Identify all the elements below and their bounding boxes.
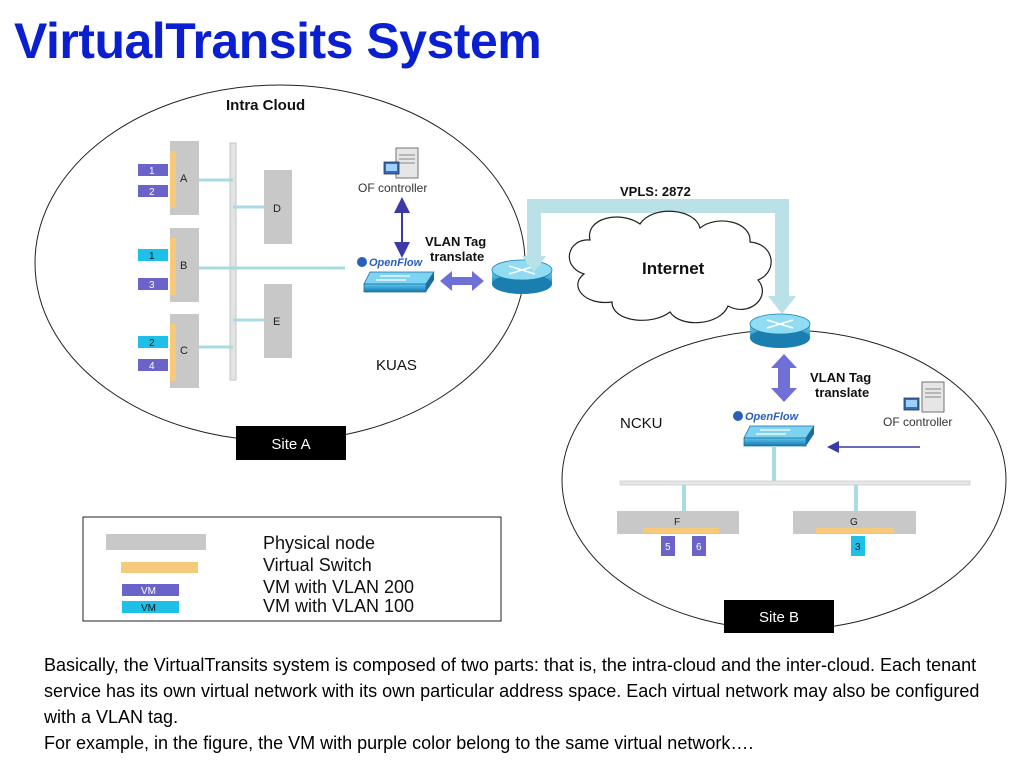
vlan-translate-a-line1: VLAN Tag [425, 234, 486, 249]
legend-label-vlan100: VM with VLAN 100 [263, 596, 414, 616]
vm-f-5-label: 5 [665, 542, 671, 553]
vm-f-6-label: 6 [696, 542, 702, 553]
vlan-translate-a-arrow [440, 271, 484, 291]
vm-a-2-label: 2 [149, 187, 155, 198]
legend-label-virtual-switch: Virtual Switch [263, 555, 372, 575]
intra-backbone [229, 142, 237, 381]
vswitch-b [170, 238, 176, 295]
vm-g-3-label: 3 [855, 542, 861, 553]
legend-swatch-virtual-switch [121, 562, 198, 573]
vm-b-3-label: 3 [149, 280, 155, 291]
vm-f-6 [692, 536, 706, 556]
caption-paragraph-1: Basically, the VirtualTransits system is… [44, 655, 980, 727]
vm-c-4-label: 4 [149, 361, 155, 372]
node-g-label: G [850, 517, 858, 528]
openflow-switch-b-icon [743, 425, 815, 447]
router-b-icon [749, 313, 811, 348]
site-a-name: KUAS [376, 357, 417, 374]
router-a-icon [491, 259, 553, 294]
of-controller-b-icon [903, 381, 945, 413]
node-a-label: A [180, 173, 188, 185]
openflow-b-logo-icon [733, 411, 743, 421]
vswitch-a [170, 151, 176, 208]
vm-c-2-label: 2 [149, 338, 155, 349]
legend-label-vlan200: VM with VLAN 200 [263, 577, 414, 597]
of-controller-b-label: OF controller [883, 415, 952, 429]
vm-g-3 [851, 536, 865, 556]
site-a-label: Site A [271, 436, 310, 453]
node-e [264, 284, 292, 358]
legend-swatch-physical-node [106, 534, 206, 550]
node-d-label: D [273, 203, 281, 215]
node-f-label: F [674, 517, 680, 528]
legend-swatch-vlan100 [122, 601, 179, 613]
vm-c-4 [138, 359, 168, 371]
caption-paragraph-2: For example, in the figure, the VM with … [44, 733, 754, 753]
openflow-a-label: OpenFlow [369, 257, 424, 269]
intra-cloud-label: Intra Cloud [226, 97, 305, 114]
vm-b-3 [138, 278, 168, 290]
site-b-badge [724, 600, 834, 633]
openflow-b-label: OpenFlow [745, 411, 800, 423]
of-controller-a-icon [383, 147, 419, 179]
of-controller-a-label: OF controller [358, 181, 427, 195]
vswitch-g [816, 528, 894, 533]
vpls-tunnel [527, 199, 789, 304]
site-b-backbone [619, 480, 971, 486]
node-d [264, 170, 292, 244]
node-b-label: B [180, 260, 187, 272]
openflow-a-logo-icon [357, 257, 367, 267]
node-e-label: E [273, 316, 280, 328]
vswitch-c [170, 324, 176, 381]
vm-a-2 [138, 185, 168, 197]
vm-a-1 [138, 164, 168, 176]
legend-swatch-vlan200-text: VM [141, 586, 156, 597]
legend-swatch-vlan100-text: VM [141, 603, 156, 614]
vswitch-f [643, 528, 719, 533]
node-c-label: C [180, 345, 188, 357]
caption: Basically, the VirtualTransits system is… [44, 652, 994, 756]
vlan-translate-b-line1: VLAN Tag [810, 370, 871, 385]
vlan-translate-a-line2: translate [430, 249, 484, 264]
site-b-label: Site B [759, 609, 799, 626]
internet-label: Internet [642, 259, 705, 278]
vlan-translate-b-arrow [771, 354, 797, 402]
vm-a-1-label: 1 [149, 166, 155, 177]
vm-c-2 [138, 336, 168, 348]
legend-swatch-vlan200 [122, 584, 179, 596]
vpls-arrow-down [768, 296, 796, 314]
site-a-badge [236, 426, 346, 460]
vm-f-5 [661, 536, 675, 556]
site-b-name: NCKU [620, 415, 663, 432]
legend-label-physical-node: Physical node [263, 533, 375, 553]
vpls-label: VPLS: 2872 [620, 184, 691, 199]
vm-b-1-label: 1 [149, 251, 155, 262]
vpls-arrow-up [522, 256, 546, 272]
vm-b-1 [138, 249, 168, 261]
vlan-translate-b-line2: translate [815, 385, 869, 400]
page-title: VirtualTransits System [14, 13, 542, 69]
openflow-switch-a-icon [363, 271, 435, 293]
internet-cloud [568, 210, 772, 324]
